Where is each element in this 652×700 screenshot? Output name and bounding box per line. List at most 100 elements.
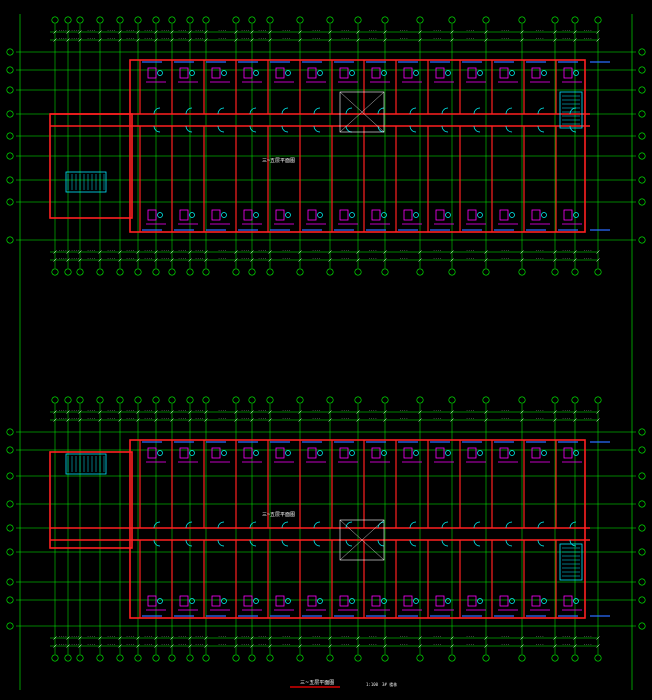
dim-text: .... bbox=[584, 256, 592, 260]
axis-bubble-right bbox=[638, 66, 646, 74]
door-swing bbox=[505, 125, 513, 133]
washbasin bbox=[541, 70, 547, 76]
outer-wall bbox=[129, 59, 586, 233]
dim-tick bbox=[154, 30, 158, 34]
bath-fixture bbox=[275, 447, 285, 459]
dim-text: .... bbox=[71, 28, 79, 32]
door-swing bbox=[409, 539, 417, 547]
dim-text: .... bbox=[126, 634, 134, 638]
bath-fixture bbox=[371, 67, 381, 79]
dim-text: .... bbox=[433, 642, 441, 646]
dim-tick bbox=[78, 38, 82, 42]
dim-text: .... bbox=[312, 408, 320, 412]
door-swing bbox=[441, 125, 449, 133]
dim-text: .... bbox=[71, 634, 79, 638]
dim-tick bbox=[118, 258, 122, 262]
washbasin bbox=[509, 598, 515, 604]
dim-text: .... bbox=[433, 634, 441, 638]
axis-bubble-top bbox=[571, 396, 579, 404]
axis-bubble-bottom bbox=[571, 654, 579, 662]
dim-tick bbox=[450, 418, 454, 422]
door-swing bbox=[313, 521, 321, 529]
axis-bubble-top bbox=[482, 16, 490, 24]
dim-tick bbox=[170, 418, 174, 422]
dim-text: .... bbox=[195, 28, 203, 32]
axis-bubble-top bbox=[152, 396, 160, 404]
dim-text: .... bbox=[400, 408, 408, 412]
axis-bubble-left bbox=[6, 110, 14, 118]
dim-text: .... bbox=[536, 642, 544, 646]
dim-tick bbox=[154, 418, 158, 422]
axis-bubble-bottom bbox=[296, 268, 304, 276]
dim-tick bbox=[298, 250, 302, 254]
dim-text: .... bbox=[59, 248, 67, 252]
washbasin bbox=[573, 598, 579, 604]
axis-bubble-left bbox=[6, 524, 14, 532]
dim-text: .... bbox=[241, 256, 249, 260]
dim-tick bbox=[553, 30, 557, 34]
dim-text: .... bbox=[282, 36, 290, 40]
dim-tick bbox=[298, 30, 302, 34]
dim-text: .... bbox=[107, 248, 115, 252]
door-swing bbox=[537, 125, 545, 133]
axis-bubble-bottom bbox=[168, 654, 176, 662]
axis-bubble-bottom bbox=[186, 268, 194, 276]
bath-fixture bbox=[435, 447, 445, 459]
washbasin bbox=[445, 598, 451, 604]
dim-text: .... bbox=[107, 634, 115, 638]
bath-fixture bbox=[147, 595, 157, 607]
axis-bubble-top bbox=[202, 16, 210, 24]
bath-fixture bbox=[211, 447, 221, 459]
dim-tick bbox=[250, 250, 254, 254]
axis-bubble-left bbox=[6, 152, 14, 160]
axis-bubble-left bbox=[6, 548, 14, 556]
dim-tick bbox=[78, 644, 82, 648]
door-swing bbox=[217, 521, 225, 529]
dim-tick bbox=[383, 30, 387, 34]
dim-text: .... bbox=[536, 408, 544, 412]
dim-text: .... bbox=[195, 642, 203, 646]
bath-fixture bbox=[147, 67, 157, 79]
dim-tick bbox=[154, 250, 158, 254]
dim-tick bbox=[66, 644, 70, 648]
dim-tick bbox=[98, 38, 102, 42]
axis-bubble-top bbox=[248, 396, 256, 404]
dim-tick bbox=[118, 30, 122, 34]
axis-bubble-bottom bbox=[354, 654, 362, 662]
dim-text: .... bbox=[400, 416, 408, 420]
bath-fixture bbox=[307, 209, 317, 221]
bath-fixture bbox=[467, 209, 477, 221]
axis-bubble-top bbox=[232, 16, 240, 24]
dim-tick bbox=[418, 636, 422, 640]
axis-bubble-left bbox=[6, 132, 14, 140]
floor-plan-upper: ........................................… bbox=[6, 16, 646, 276]
axis-bubble-bottom bbox=[202, 654, 210, 662]
dim-text: .... bbox=[71, 642, 79, 646]
dim-text: .... bbox=[161, 28, 169, 32]
dim-text: .... bbox=[59, 634, 67, 638]
dim-text: .... bbox=[312, 248, 320, 252]
axis-bubble-bottom bbox=[354, 268, 362, 276]
dim-tick bbox=[484, 258, 488, 262]
dim-tick bbox=[234, 250, 238, 254]
dim-text: .... bbox=[258, 256, 266, 260]
axis-bubble-top bbox=[571, 16, 579, 24]
dim-tick bbox=[298, 258, 302, 262]
dim-tick bbox=[78, 636, 82, 640]
dim-text: .... bbox=[218, 248, 226, 252]
bath-fixture bbox=[403, 447, 413, 459]
axis-bubble-left bbox=[6, 176, 14, 184]
axis-bubble-left bbox=[6, 198, 14, 206]
door-swing bbox=[409, 125, 417, 133]
dim-text: .... bbox=[195, 408, 203, 412]
dim-text: .... bbox=[466, 634, 474, 638]
dim-tick bbox=[204, 636, 208, 640]
dim-text: .... bbox=[178, 408, 186, 412]
dim-tick bbox=[78, 410, 82, 414]
dim-tick bbox=[484, 644, 488, 648]
dim-text: .... bbox=[218, 634, 226, 638]
bath-fixture bbox=[467, 447, 477, 459]
dim-text: .... bbox=[433, 408, 441, 412]
bath-fixture bbox=[467, 595, 477, 607]
axis-bubble-right bbox=[638, 198, 646, 206]
